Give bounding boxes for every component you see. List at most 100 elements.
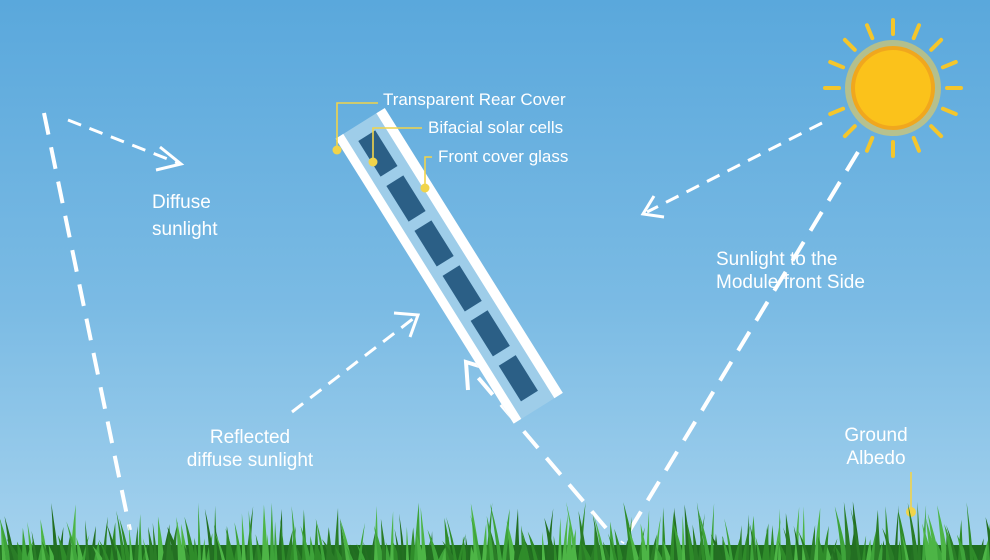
sun-ray <box>911 23 921 41</box>
solar-cell-row <box>358 130 538 402</box>
grass-blade <box>66 521 79 560</box>
grass-blade <box>544 517 557 560</box>
grass-blade <box>724 518 733 560</box>
grass-blade <box>978 538 984 560</box>
grass-blade <box>937 505 949 560</box>
grass-blade <box>380 518 387 560</box>
grass-blade <box>92 545 104 560</box>
grass-blade <box>314 520 319 560</box>
grass-blade <box>607 533 618 560</box>
grass-blade <box>522 530 530 560</box>
diffuse-path-left <box>42 112 132 531</box>
grass-blade <box>315 518 326 560</box>
grass-blade <box>698 510 711 560</box>
grass-blade <box>167 526 181 560</box>
grass-blade <box>524 540 534 560</box>
sun-icon <box>823 18 963 158</box>
grass-blade <box>286 529 293 560</box>
grass-blade <box>274 521 278 560</box>
grass-blade <box>142 538 149 560</box>
grass-blade <box>682 514 686 560</box>
grass-blade <box>241 513 246 560</box>
solar-module <box>335 107 563 424</box>
grass-blade <box>470 514 482 560</box>
diffuse-arrowhead <box>155 145 185 172</box>
grass-blade <box>692 524 699 560</box>
rear-cover-frame <box>335 133 522 424</box>
solar-cell <box>414 220 454 267</box>
sun-ray <box>911 135 921 153</box>
grass-blade <box>506 521 517 560</box>
label-reflected-line2: diffuse sunlight <box>186 450 314 471</box>
grass-blade <box>907 502 919 560</box>
grass-blade <box>898 539 902 560</box>
grass-blade <box>738 525 743 560</box>
light-paths <box>42 112 860 545</box>
grass-blade <box>115 544 122 560</box>
callout-leaders <box>336 102 912 512</box>
grass-blade <box>927 513 940 560</box>
grass-blade <box>262 504 269 560</box>
grass-blade <box>183 544 191 560</box>
grass-blade <box>482 523 488 560</box>
grass-blade <box>410 527 416 560</box>
grass-blade <box>969 541 978 560</box>
callout-rear-cover: Transparent Rear Cover <box>383 90 566 109</box>
diffuse-arrow <box>67 118 179 165</box>
grass-blade <box>442 540 456 560</box>
grass-blade <box>41 540 51 560</box>
grass-blade <box>798 530 810 560</box>
grass-blade <box>655 545 663 560</box>
grass-blade <box>901 533 909 560</box>
grass-blade <box>0 545 2 560</box>
sun-to-module-arrowhead <box>640 195 665 219</box>
label-ground-albedo: Ground Albedo <box>830 424 922 470</box>
grass-blade <box>198 502 202 560</box>
grass-blade <box>166 524 173 560</box>
grass-blade <box>394 528 401 560</box>
solar-cell <box>358 130 398 177</box>
grass-blade <box>152 522 158 560</box>
label-albedo-line1: Ground <box>844 425 908 446</box>
grass-blade <box>581 542 592 560</box>
grass-blade <box>897 509 909 560</box>
grass-blade <box>602 541 611 560</box>
reflected-arrow <box>291 316 415 414</box>
grass-blade <box>566 501 578 560</box>
grass-blade <box>157 516 165 560</box>
grass-blade <box>85 520 90 560</box>
grass-blade <box>356 543 366 560</box>
grass-blade <box>385 542 391 560</box>
grass-blade <box>654 515 661 560</box>
label-diffuse-line1: Diffuse <box>152 192 211 213</box>
grass-blade <box>339 517 347 560</box>
grass-blade <box>280 518 286 560</box>
sun-ray <box>929 124 944 139</box>
grass-blade <box>640 523 649 560</box>
label-reflected-line1: Reflected <box>209 427 291 448</box>
grass-blade <box>266 534 270 560</box>
grass-blade <box>255 534 263 560</box>
grass-blade <box>363 541 370 560</box>
grass-blade <box>566 520 573 560</box>
reflected-arrowhead <box>393 311 421 338</box>
grass-blade <box>749 523 758 560</box>
grass-blade <box>830 538 838 560</box>
grass-blade <box>746 514 750 560</box>
callout-dots <box>332 145 916 517</box>
grass-blade <box>170 521 178 560</box>
grass-blade <box>686 518 695 560</box>
grass-blade <box>785 513 793 560</box>
grass-blade <box>204 508 215 560</box>
sun-ray <box>865 135 875 153</box>
grass-blade <box>57 534 68 560</box>
grass-blade <box>770 525 775 560</box>
sun-ray <box>842 124 857 139</box>
solar-cell <box>470 310 510 357</box>
grass-blade <box>322 539 336 560</box>
label-diffuse-line2: sunlight <box>152 219 218 240</box>
label-albedo-line2: Albedo <box>846 448 906 469</box>
grass-blade <box>882 527 896 560</box>
grass-blade <box>22 527 28 560</box>
